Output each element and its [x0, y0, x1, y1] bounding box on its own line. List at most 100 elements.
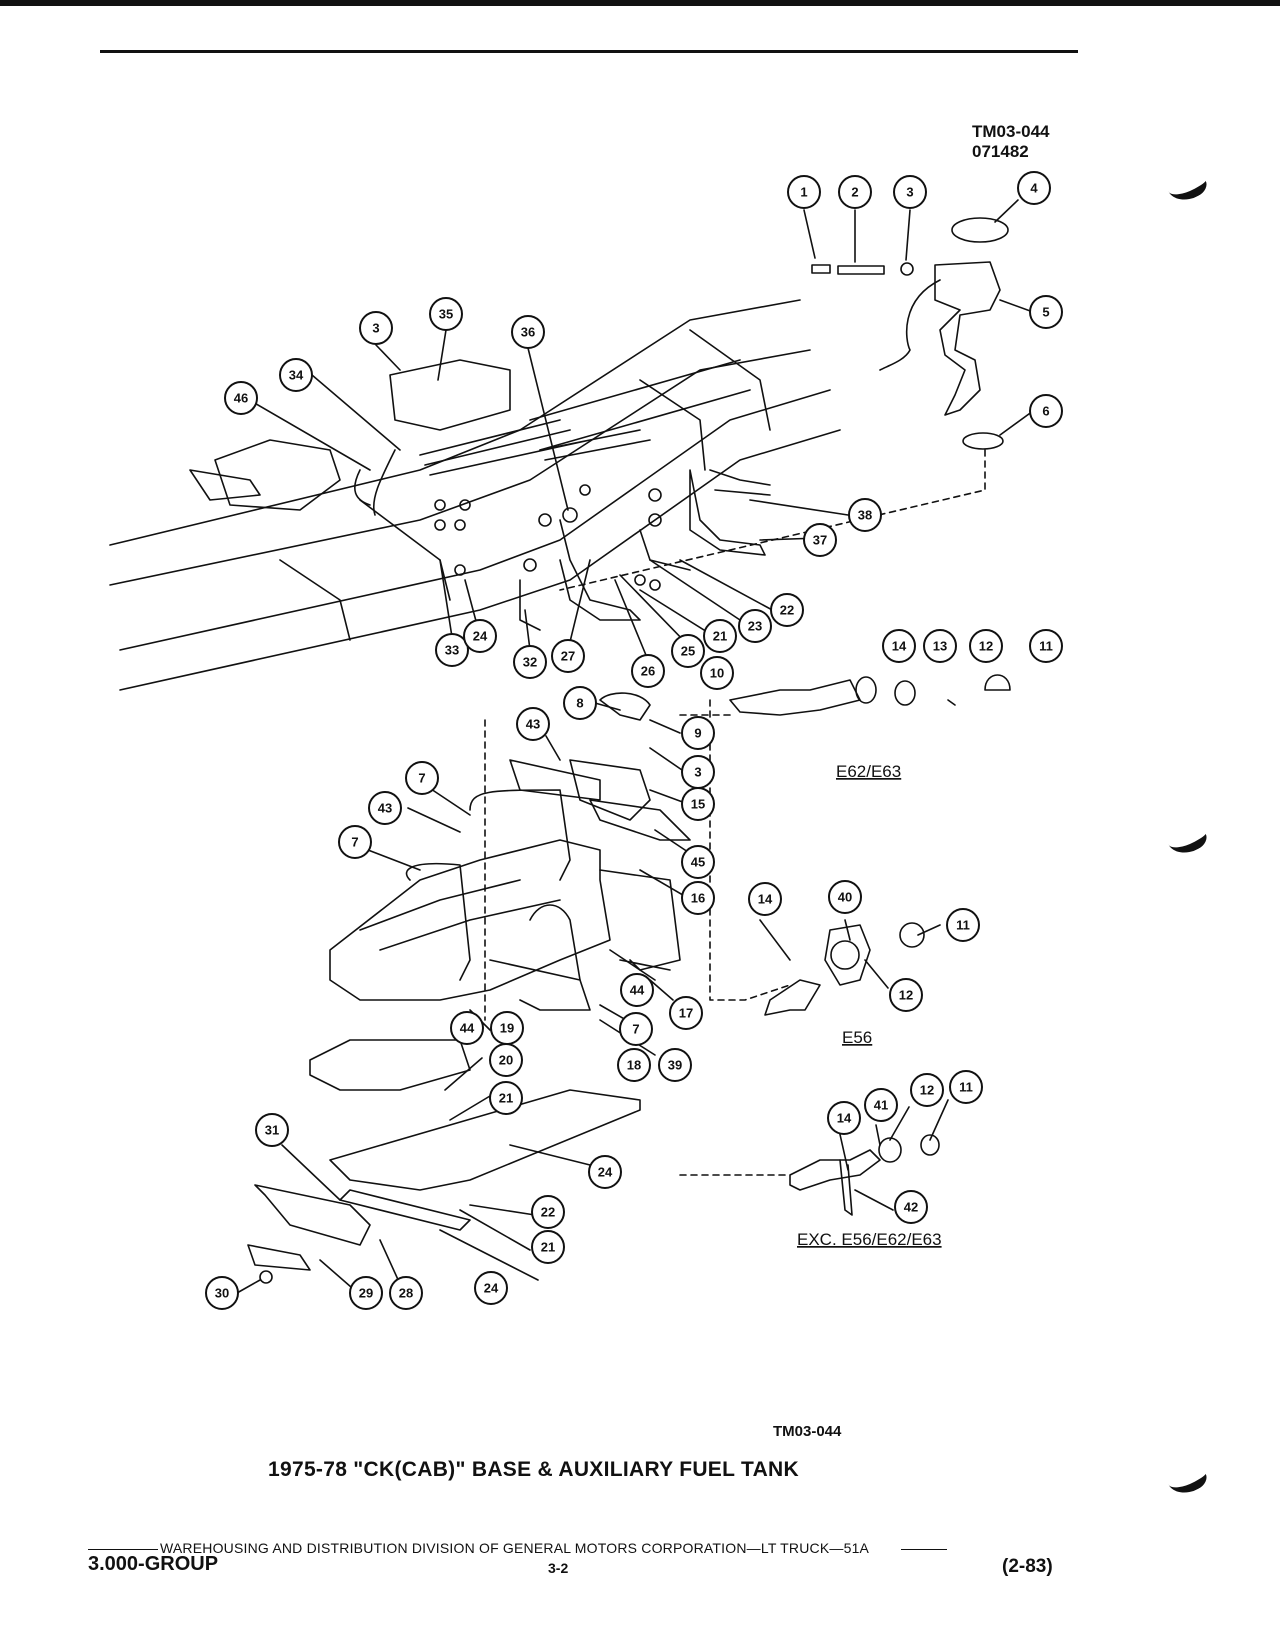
- callout-label: 12: [920, 1083, 934, 1098]
- callout-label: 11: [956, 918, 970, 933]
- callout-label: 4: [1030, 181, 1038, 196]
- callout-label: 3: [906, 185, 913, 200]
- callout-label: 31: [265, 1123, 279, 1138]
- callout-21c: [531, 1230, 565, 1264]
- footer-dash: [88, 1548, 158, 1550]
- callout-label: 21: [499, 1091, 513, 1106]
- callout-32: [513, 645, 547, 679]
- callout-31: [255, 1113, 289, 1147]
- callout-38: [848, 498, 882, 532]
- callout-7c: [619, 1012, 653, 1046]
- callout-4: [1017, 171, 1051, 205]
- callout-label: 24: [484, 1281, 499, 1296]
- callout-27: [551, 639, 585, 673]
- skid-plate-19: [309, 1039, 471, 1091]
- filler-neck-e56: [764, 979, 821, 1016]
- callout-label: 3: [372, 321, 379, 336]
- callout-41: [864, 1088, 898, 1122]
- callout-label: 37: [813, 533, 827, 548]
- callout-label: 2: [851, 185, 858, 200]
- callout-42: [894, 1190, 928, 1224]
- tank-strap-16: [599, 869, 681, 971]
- callout-label: 35: [439, 307, 453, 322]
- callout-label: 23: [748, 619, 762, 634]
- callout-36: [511, 315, 545, 349]
- part-3-clamp: [900, 262, 914, 276]
- callout-34: [279, 358, 313, 392]
- callout-label: 9: [694, 726, 701, 741]
- callout-label: 7: [418, 771, 425, 786]
- callout-14: [882, 629, 916, 663]
- shield-45: [589, 799, 691, 841]
- callout-label: 21: [713, 629, 727, 644]
- callout-29: [349, 1276, 383, 1310]
- callout-label: 14: [892, 639, 907, 654]
- callout-label: 46: [234, 391, 248, 406]
- figure-title: 1975-78 "CK(CAB)" BASE & AUXILIARY FUEL …: [268, 1458, 799, 1481]
- callout-7: [405, 761, 439, 795]
- callout-17: [669, 996, 703, 1030]
- callout-label: 7: [351, 835, 358, 850]
- callout-label: 14: [758, 892, 773, 907]
- variant-label-exc: EXC. E56/E62/E63: [797, 1230, 942, 1249]
- callout-30: [205, 1276, 239, 1310]
- callout-label: 24: [473, 629, 488, 644]
- callout-label: 3: [694, 765, 701, 780]
- figure-date-line: 071482: [972, 142, 1029, 161]
- frame-crossmember-2: [529, 359, 751, 451]
- tank-strap-44: [529, 904, 581, 981]
- part-1-coupling: [811, 264, 831, 274]
- callout-label: 12: [979, 639, 993, 654]
- callout-10: [700, 656, 734, 690]
- callout-label: 15: [691, 797, 705, 812]
- callout-13: [923, 629, 957, 663]
- filler-neck-e62: [729, 679, 861, 716]
- aux-tank-upper: [214, 439, 341, 511]
- group-number: 3.000-GROUP: [88, 1553, 219, 1575]
- callout-12: [969, 629, 1003, 663]
- callout-label: 43: [378, 801, 392, 816]
- callout-15: [681, 787, 715, 821]
- callout-7b: [338, 825, 372, 859]
- vapor-canister: [389, 359, 511, 431]
- footer-dash: [901, 1548, 948, 1550]
- callout-label: 11: [959, 1080, 973, 1095]
- callout-label: 44: [460, 1021, 475, 1036]
- callout-label: 28: [399, 1286, 413, 1301]
- bolt-30: [259, 1270, 273, 1284]
- callout-44b: [450, 1011, 484, 1045]
- callout-12b: [889, 978, 923, 1012]
- part-2-hose: [837, 265, 885, 275]
- variant-label-e62-e63: E62/E63: [836, 762, 901, 781]
- tank-strap-7: [469, 789, 571, 881]
- callout-label: 11: [1039, 639, 1053, 654]
- callout-37: [803, 523, 837, 557]
- callout-label: 38: [858, 508, 872, 523]
- callout-label: 22: [541, 1205, 555, 1220]
- callout-14b: [748, 882, 782, 916]
- callout-22: [770, 593, 804, 627]
- bracket-32: [519, 579, 541, 631]
- callout-label: 5: [1042, 305, 1049, 320]
- callout-25: [671, 634, 705, 668]
- shield-15: [569, 759, 651, 821]
- callout-label: 41: [874, 1098, 888, 1113]
- bracket-23: [639, 529, 691, 571]
- callout-label: 42: [904, 1200, 918, 1215]
- callout-44: [620, 973, 654, 1007]
- skid-plate-39: [329, 1089, 641, 1191]
- callout-label: 10: [710, 666, 724, 681]
- callout-45: [681, 845, 715, 879]
- callout-label: 40: [838, 890, 852, 905]
- shield-43: [509, 759, 601, 801]
- figure-code-top: TM03-044 071482: [972, 122, 1049, 162]
- callout-21: [703, 619, 737, 653]
- callout-label: 33: [445, 643, 459, 658]
- callout-3b: [359, 311, 393, 345]
- filler-neck-exc: [789, 1149, 881, 1191]
- tailpipe-28: [254, 1184, 371, 1246]
- frame-rail-rear-lower: [119, 429, 841, 691]
- callout-14c: [827, 1101, 861, 1135]
- callout-label: 29: [359, 1286, 373, 1301]
